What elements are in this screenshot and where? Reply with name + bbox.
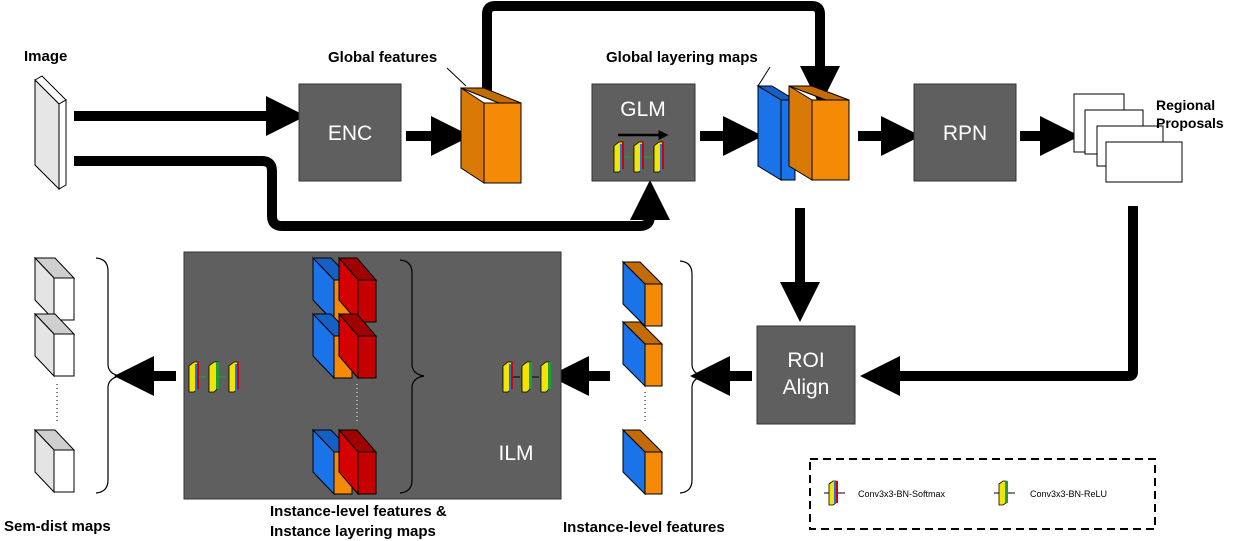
- ilm-label: ILM: [498, 442, 533, 465]
- ilm-layer-stacks: [311, 256, 425, 496]
- instance-layers-brace: [399, 259, 425, 494]
- roi-label-1: ROI: [787, 349, 824, 372]
- global-layering-maps-pointer: [757, 66, 771, 87]
- arrow-proposals-to-roi: [860, 206, 1138, 396]
- glm-conv-softmax-icons: [613, 141, 664, 173]
- instance-layer-stack: [311, 256, 378, 324]
- instance-level-features-label: Instance-level features: [563, 519, 725, 536]
- legend-relu-icon: [994, 480, 1015, 506]
- legend-softmax-label: Conv3x3-BN-Softmax: [858, 489, 946, 499]
- sem-dist-brace: [95, 257, 121, 494]
- instance-layer-stack: [311, 428, 378, 496]
- regional-proposals-label-1: Regional: [1156, 97, 1215, 113]
- global-features-cube: [460, 87, 522, 184]
- legend-softmax-icon: [824, 480, 845, 506]
- instance-features-brace: [679, 260, 705, 494]
- sem-dist-map: [33, 256, 76, 322]
- global-layering-maps-label: Global layering maps: [606, 49, 758, 66]
- arrow-image-to-glm: [74, 156, 670, 231]
- rpn-label: RPN: [943, 122, 987, 145]
- instance-layering-label-2: Instance layering maps: [270, 523, 436, 540]
- legend-box: [809, 458, 1156, 530]
- legend: Conv3x3-BN-Softmax Conv3x3-BN-ReLU: [809, 458, 1156, 530]
- ilm-conv-relu-icons: [502, 361, 551, 393]
- instance-feature-cube: [621, 320, 664, 388]
- global-features-label: Global features: [328, 49, 437, 66]
- sem-dist-map: [33, 312, 76, 378]
- regional-proposals-label-2: Proposals: [1156, 115, 1224, 131]
- roi-align-block: ROI Align: [756, 325, 856, 425]
- legend-relu-label: Conv3x3-BN-ReLU: [1030, 489, 1107, 499]
- glm-label: GLM: [620, 98, 666, 121]
- sem-dist-maps-column: [33, 256, 121, 494]
- enc-label: ENC: [328, 122, 372, 145]
- instance-layering-label-1: Instance-level features &: [270, 503, 447, 520]
- roi-label-2: Align: [783, 376, 830, 399]
- global-layering-maps-cubes: [756, 85, 850, 181]
- arrows: [74, 1, 1138, 396]
- image-label: Image: [24, 48, 67, 65]
- regional-proposals-icon: [1073, 93, 1183, 183]
- global-features-pointer: [446, 67, 467, 87]
- arrow-features-skip-to-maps: [482, 1, 840, 106]
- sem-dist-maps-label: Sem-dist maps: [4, 518, 111, 535]
- ilm-conv-softmax-icons: [188, 361, 239, 393]
- instance-features-column: [621, 260, 705, 496]
- sem-dist-map: [33, 428, 76, 494]
- input-image-icon: [34, 75, 67, 191]
- instance-feature-cube: [621, 260, 664, 328]
- instance-feature-cube: [621, 428, 664, 496]
- rpn-block: RPN: [913, 83, 1017, 182]
- enc-block: ENC: [298, 83, 402, 182]
- instance-layer-stack: [311, 312, 378, 380]
